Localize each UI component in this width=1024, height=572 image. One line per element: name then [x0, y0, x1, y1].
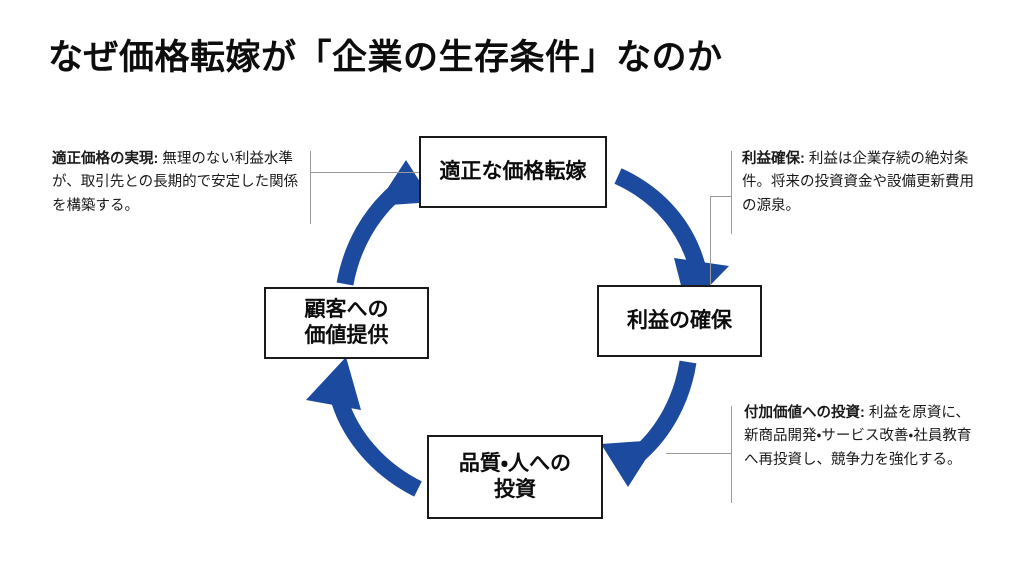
arrow-right-bottom-icon [601, 360, 697, 487]
leader-line-right-bottom-vertical [731, 406, 732, 503]
cycle-node-label: 適正な価格転嫁 [439, 160, 587, 184]
cycle-node-invest-in-quality-and-people[interactable]: 品質・人への 投資 [427, 435, 603, 519]
leader-line-right-top-dropdown [710, 196, 711, 286]
annotation-right-bottom-body: 利益を原資に、新商品開発・サービス改善・社員教育へ再投資し、競争力を強化する。 [744, 405, 972, 468]
annotation-right-bottom-title: 付加価値への投資: [744, 405, 865, 421]
leader-line-right-top-vertical [731, 151, 732, 234]
cycle-node-label: 顧客への 価値提供 [304, 298, 389, 347]
leader-line-left-vertical [310, 151, 311, 224]
leader-line-left-horizontal [310, 172, 420, 173]
arrow-left-top-icon [336, 160, 433, 286]
annotation-right-top: 利益確保: 利益は企業存続の絶対条件。将来の投資資金や設備更新費用の源泉。 [742, 148, 982, 218]
arrow-bottom-left-icon [306, 357, 422, 497]
annotation-right-bottom: 付加価値への投資: 利益を原資に、新商品開発・サービス改善・社員教育へ再投資し、… [744, 402, 982, 472]
annotation-left: 適正価格の実現: 無理のない利益水準が、取引先との長期的で安定した関係を構築する… [52, 148, 304, 218]
cycle-node-label: 利益の確保 [627, 309, 732, 333]
cycle-node-label: 品質・人への 投資 [458, 452, 572, 501]
annotation-left-title: 適正価格の実現: [52, 151, 159, 167]
annotation-right-top-title: 利益確保: [742, 151, 805, 167]
leader-line-right-bottom-horizontal [666, 453, 732, 454]
annotation-left-body: 無理のない利益水準が、取引先との長期的で安定した関係を構築する。 [52, 151, 299, 214]
page-title: なぜ価格転嫁が「企業の生存条件」なのか [48, 38, 723, 77]
cycle-node-appropriate-price-pass-through[interactable]: 適正な価格転嫁 [419, 136, 607, 208]
cycle-diagram: 適正な価格転嫁 利益の確保 品質・人への 投資 顧客への 価値提供 [250, 118, 780, 548]
cycle-node-secure-profit[interactable]: 利益の確保 [597, 285, 762, 357]
leader-line-right-top-horizontal [710, 196, 732, 197]
annotation-right-top-body: 利益は企業存続の絶対条件。将来の投資資金や設備更新費用の源泉。 [742, 151, 974, 214]
cycle-node-value-to-customers[interactable]: 顧客への 価値提供 [264, 287, 429, 359]
